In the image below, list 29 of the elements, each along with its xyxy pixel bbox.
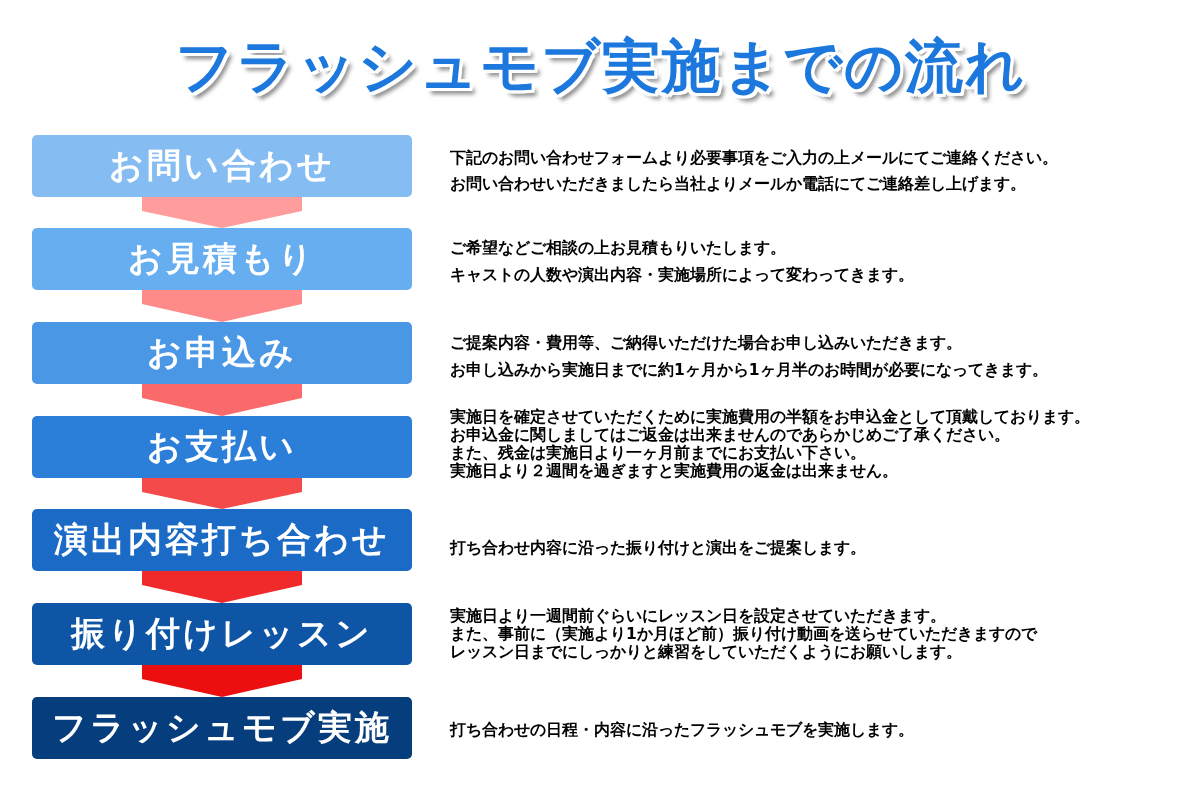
step-box: お申込み: [32, 322, 412, 384]
step-box: お見積もり: [32, 228, 412, 290]
description-text: お申込金に関しましてはご返金は出来ませんのであらかじめご了承ください。: [450, 425, 1010, 444]
chevron-arrow: [142, 665, 302, 697]
chevron-arrow: [142, 290, 302, 322]
chevron-arrow: [142, 478, 302, 509]
step-box: お問い合わせ: [32, 135, 412, 197]
description-text: また、残金は実施日より一ヶ月前までにお支払い下さい。: [450, 443, 866, 462]
chevron-arrow: [142, 571, 302, 603]
step-box: 演出内容打ち合わせ: [32, 509, 412, 571]
description-text: 実施日を確定させていただくために実施費用の半額をお申込金として頂戴しております。: [450, 407, 1090, 426]
title: フラッシュモブ実施までの流れ: [173, 31, 1027, 102]
description-text: 打ち合わせ内容に沿った振り付けと演出をご提案します。: [450, 538, 866, 559]
description-text: お問い合わせいただきましたら当社よりメールか電話にてご連絡差し上げます。: [450, 174, 1026, 195]
description-text: ご提案内容・費用等、ご納得いただけた場合お申し込みいただきます。: [450, 333, 962, 354]
description-text: 実施日より一週間前ぐらいにレッスン日を設定させていただきます。: [450, 606, 946, 625]
chevron-arrow: [142, 197, 302, 228]
description-text: 打ち合わせの日程・内容に沿ったフラッシュモブを実施します。: [450, 720, 914, 741]
description-text: お申し込みから実施日までに約1ヶ月から1ヶ月半のお時間が必要になってきます。: [450, 360, 1048, 381]
description-text: ご希望などご相談の上お見積もりいたします。: [450, 238, 786, 259]
description-text: レッスン日までにしっかりと練習をしていただくようにお願いします。: [450, 642, 962, 663]
step-box: 振り付けレッスン: [32, 603, 412, 665]
step-box: お支払い: [32, 416, 412, 478]
description-text: キャストの人数や演出内容・実施場所によって変わってきます。: [450, 265, 914, 286]
description-text: また、事前に（実施より1か月ほど前）振り付け動画を送らせていただきますので: [450, 624, 1037, 643]
chevron-arrow: [142, 384, 302, 416]
step-box: フラッシュモブ実施: [32, 697, 412, 759]
description-text: 実施日より２週間を過ぎますと実施費用の返金は出来ません。: [450, 461, 898, 482]
description-text: 下記のお問い合わせフォームより必要事項をご入力の上メールにてご連絡ください。: [450, 148, 1058, 169]
